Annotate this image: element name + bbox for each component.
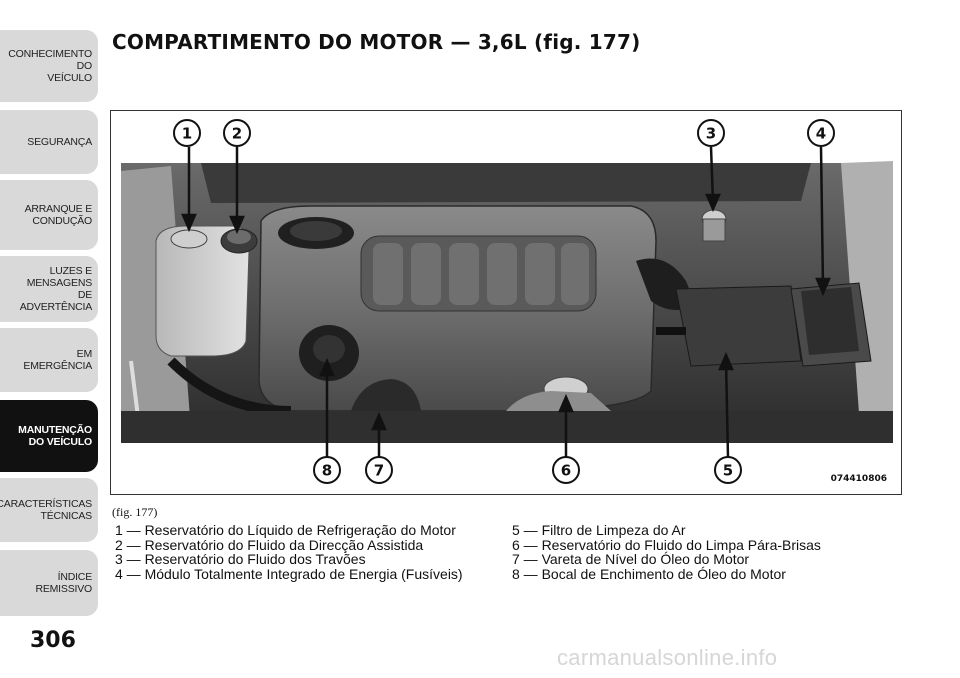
callout-7: 7 — [365, 456, 393, 484]
callout-5: 5 — [714, 456, 742, 484]
legend-right: 5 — Filtro de Limpeza do Ar 6 — Reservat… — [512, 523, 821, 581]
svg-text:4: 4 — [816, 125, 826, 143]
legend-item: 3 — Reservatório do Fluido dos Travões — [115, 551, 366, 568]
page-number: 306 — [30, 628, 76, 653]
svg-text:3: 3 — [706, 125, 716, 143]
svg-text:2: 2 — [232, 125, 242, 143]
callout-1: 1 — [173, 119, 201, 147]
tab-conhecimento-do-veiculo[interactable]: CONHECIMENTO DO VEÍCULO — [0, 30, 98, 102]
callout-4: 4 — [807, 119, 835, 147]
legend-item: 2 — Reservatório do Fluido da Direcção A… — [115, 536, 424, 553]
callout-3: 3 — [697, 119, 725, 147]
svg-text:8: 8 — [322, 462, 332, 480]
tab-luzes-e-mensagens[interactable]: LUZES E MENSAGENS DE ADVERTÊNCIA — [0, 256, 98, 322]
tab-indice-remissivo[interactable]: ÍNDICE REMISSIVO — [0, 550, 98, 616]
callout-8: 8 — [313, 456, 341, 484]
legend-item: 6 — Reservatório do Fluido do Limpa Pára… — [512, 536, 821, 553]
tab-em-emergencia[interactable]: EM EMERGÊNCIA — [0, 328, 98, 392]
callout-arrows — [181, 146, 831, 458]
tab-manutencao-do-veiculo[interactable]: MANUTENÇÃO DO VEÍCULO — [0, 400, 98, 472]
svg-text:6: 6 — [561, 462, 571, 480]
svg-text:5: 5 — [723, 462, 733, 480]
callout-2: 2 — [223, 119, 251, 147]
watermark: carmanualsonline.info — [557, 645, 778, 670]
tab-seguranca[interactable]: SEGURANÇA — [0, 110, 98, 174]
legend-item: 8 — Bocal de Enchimento de Óleo do Motor — [512, 565, 786, 582]
tab-caracteristicas-tecnicas[interactable]: CARACTERÍSTICAS TÉCNICAS — [0, 478, 98, 542]
figure-caption: (fig. 177) — [112, 505, 158, 519]
engine-compartment-figure: 1 2 3 4 5 6 7 8 074410806 — [110, 110, 902, 495]
legend-item: 1 — Reservatório do Líquido de Refrigera… — [115, 522, 456, 538]
svg-text:1: 1 — [182, 125, 192, 143]
legend-item: 5 — Filtro de Limpeza do Ar — [512, 522, 686, 538]
page-title: COMPARTIMENTO DO MOTOR — 3,6L (fig. 177) — [112, 30, 641, 54]
callout-6: 6 — [552, 456, 580, 484]
legend-item: 4 — Módulo Totalmente Integrado de Energ… — [115, 565, 463, 582]
legend-item: 7 — Vareta de Nível do Óleo do Motor — [512, 551, 750, 568]
legend-left: 1 — Reservatório do Líquido de Refrigera… — [115, 523, 463, 581]
svg-text:7: 7 — [374, 462, 384, 480]
chapter-sidebar: CONHECIMENTO DO VEÍCULO SEGURANÇA ARRANQ… — [0, 0, 102, 620]
figure-code: 074410806 — [830, 474, 887, 484]
tab-arranque-e-conducao[interactable]: ARRANQUE E CONDUÇÃO — [0, 180, 98, 250]
engine-photo: 1 2 3 4 5 6 7 8 — [121, 119, 893, 484]
